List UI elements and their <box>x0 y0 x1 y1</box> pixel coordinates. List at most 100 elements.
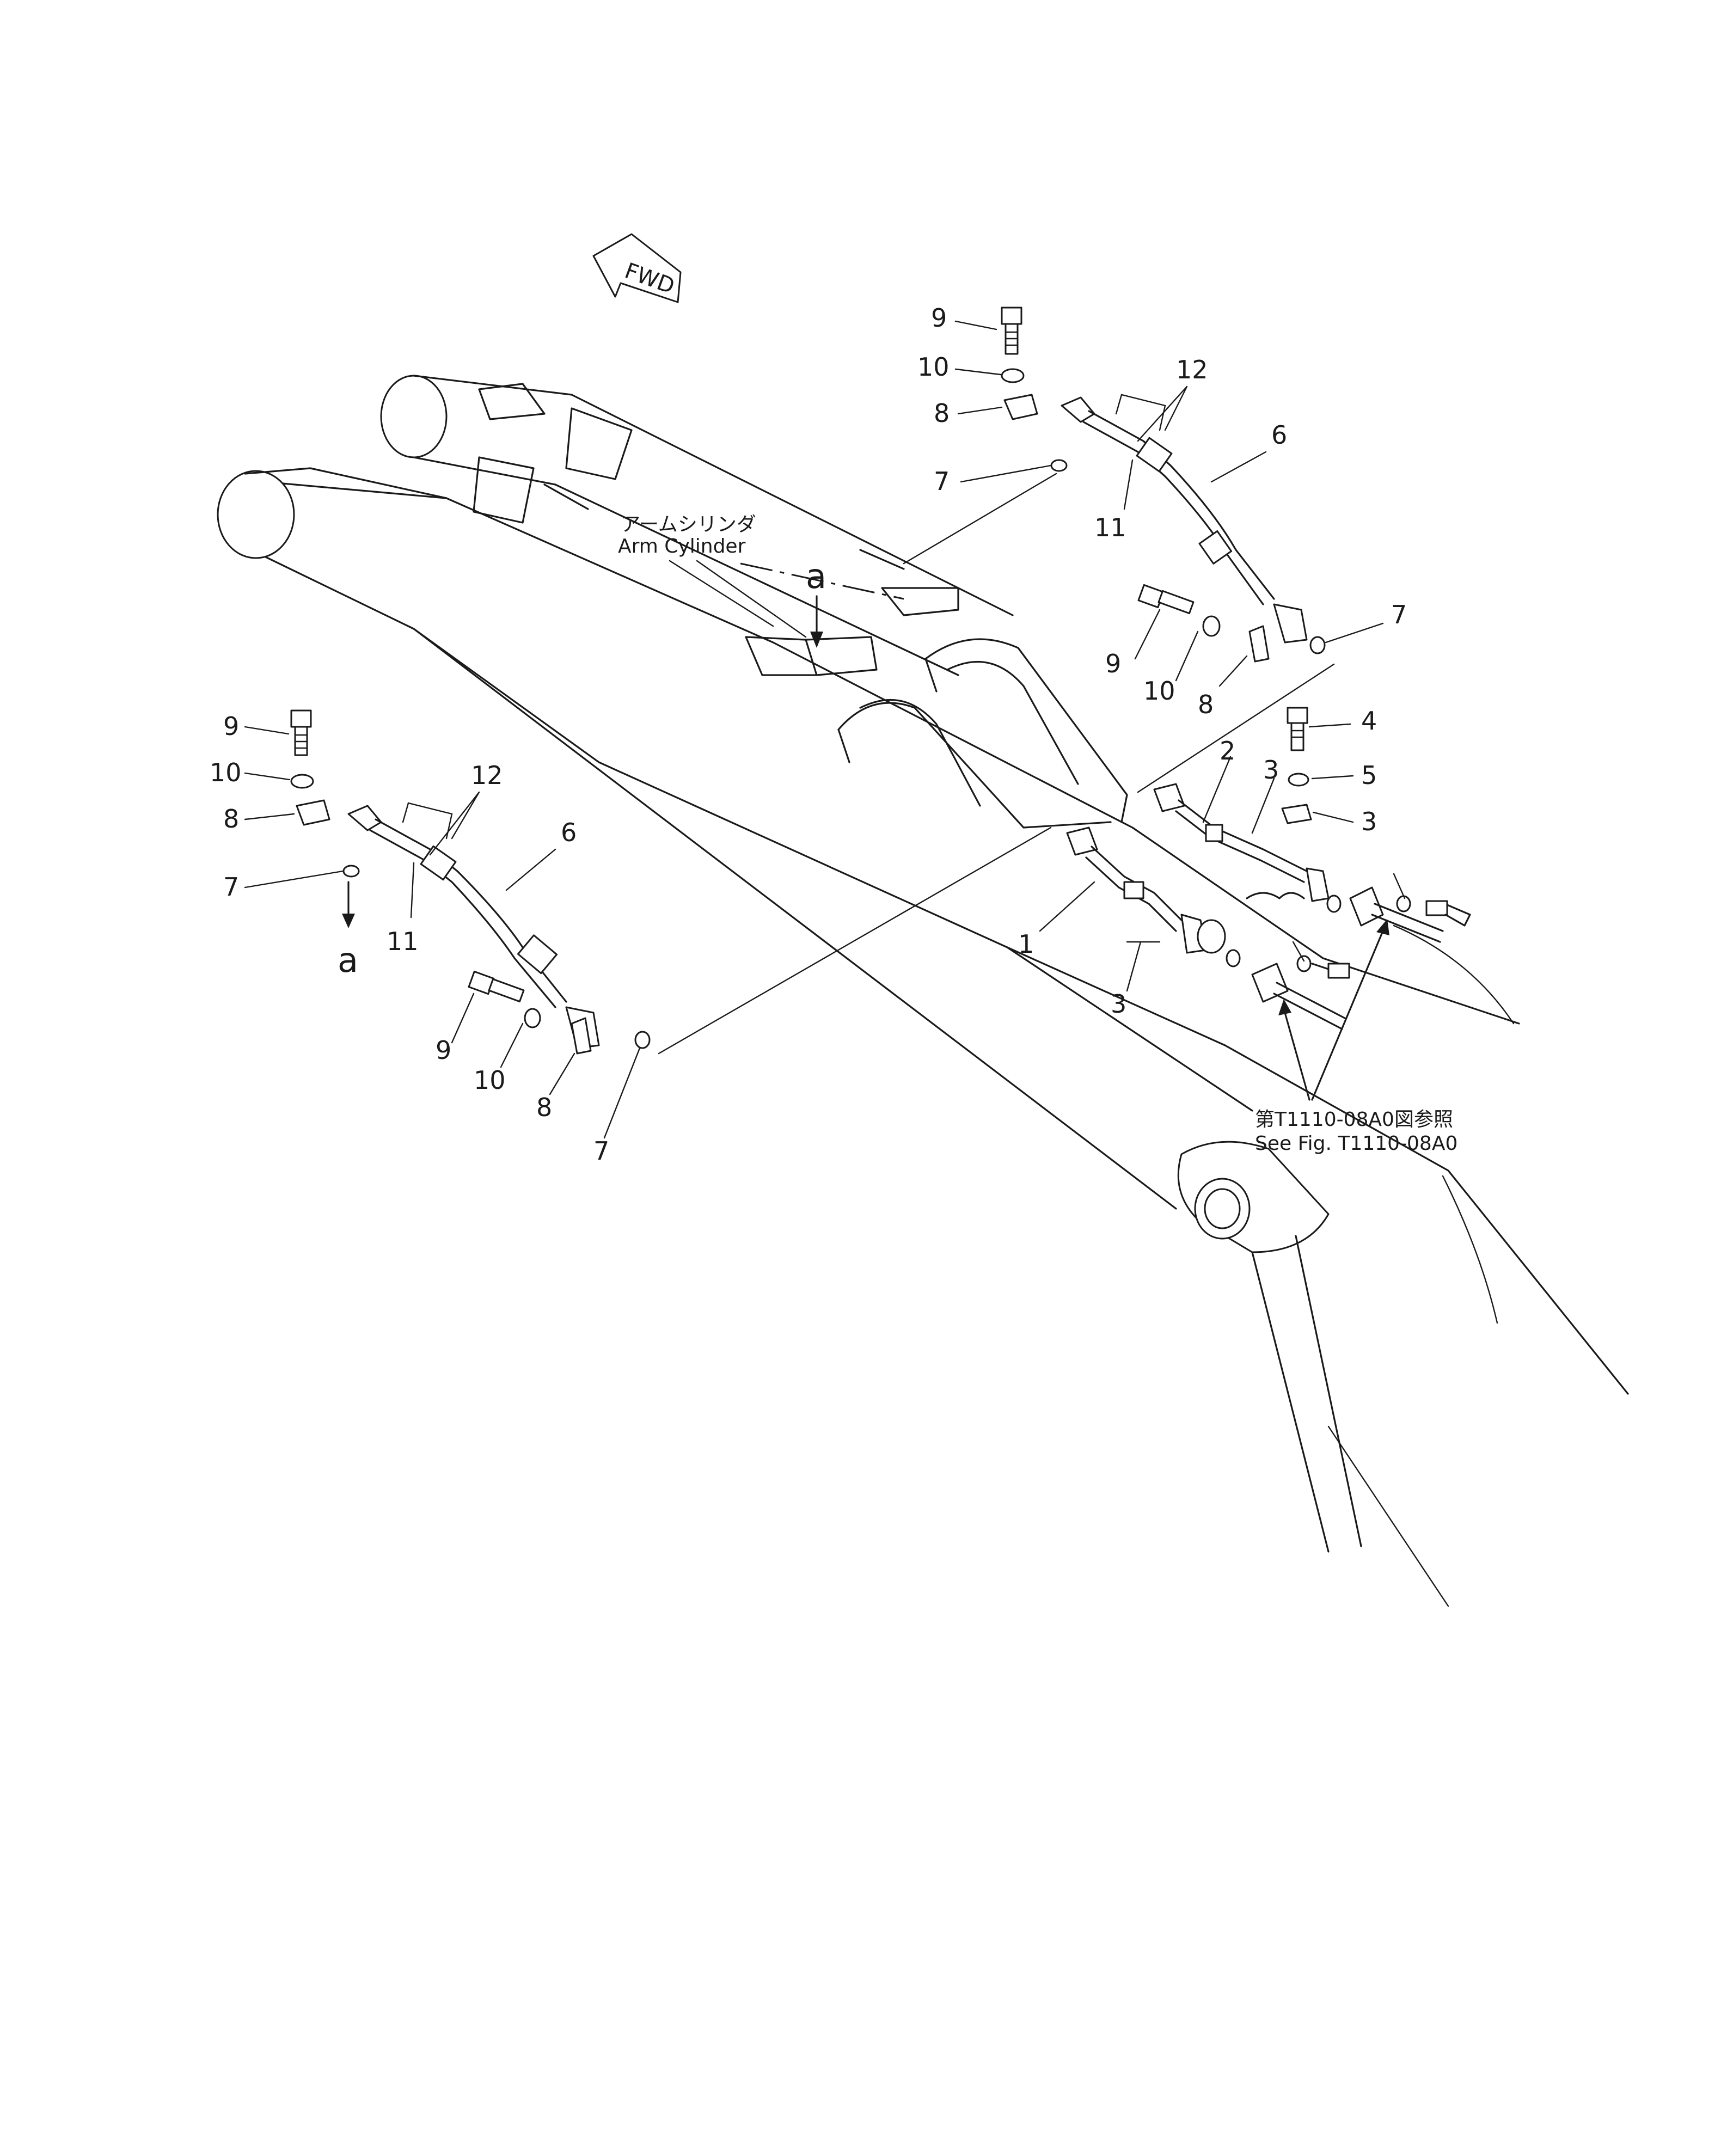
right-fittings: 4 5 3 2 3 1 3 <box>1018 706 1471 1101</box>
washer-icon <box>290 774 314 789</box>
figure-reference-en: See Fig. T1110-08A0 <box>1255 1132 1457 1155</box>
arm-cylinder-label: アームシリンダ Arm Cylinder <box>618 513 904 638</box>
lower-hose-assembly: a 9 10 8 7 12 6 11 9 10 8 7 <box>210 709 651 1166</box>
callout-9: 9 <box>436 1036 451 1065</box>
bolt-icon <box>468 970 525 1003</box>
callout-7: 7 <box>934 467 950 496</box>
callout-9: 9 <box>1105 649 1121 678</box>
callout-8: 8 <box>536 1093 552 1122</box>
washer-icon <box>1202 615 1221 637</box>
bolt-icon <box>1137 584 1195 615</box>
bolt-head <box>1425 900 1448 916</box>
callout-7: 7 <box>223 872 239 902</box>
hose-clamp <box>1198 530 1233 565</box>
callout-7: 7 <box>1391 600 1407 629</box>
o-ring-icon <box>1309 636 1326 654</box>
link-plates <box>837 638 1128 829</box>
callout-5: 5 <box>1361 761 1377 790</box>
arm-cylinder-label-en: Arm Cylinder <box>618 535 746 558</box>
outline-curve <box>1327 1425 1449 1607</box>
hose-clamp <box>420 845 457 881</box>
hose-clamp <box>1136 437 1173 473</box>
view-marker-upper-label: a <box>806 556 826 596</box>
pipe-stub <box>1374 903 1444 932</box>
reference-leader <box>1284 1012 1310 1101</box>
o-ring-icon <box>634 1031 651 1049</box>
bolt-head <box>1327 963 1350 979</box>
connection-leader <box>903 473 1057 565</box>
connection-leader <box>658 826 1052 1055</box>
view-marker-upper: a <box>806 556 826 648</box>
leader <box>1393 873 1406 899</box>
callout-9: 9 <box>223 712 239 741</box>
callout-2: 2 <box>1220 736 1235 765</box>
callout-8: 8 <box>1198 690 1214 719</box>
callout-7: 7 <box>593 1136 609 1166</box>
callout-12: 12 <box>471 761 503 790</box>
hose-line <box>1088 410 1275 600</box>
callout-10: 10 <box>474 1065 506 1095</box>
tube-flange <box>1306 867 1330 902</box>
flange-plate <box>1251 963 1289 1003</box>
callout-11: 11 <box>1094 513 1126 542</box>
hose-line <box>375 818 567 1003</box>
tube-clamp <box>1205 824 1223 842</box>
outline-curve <box>1393 924 1515 1025</box>
callout-10: 10 <box>210 758 242 787</box>
o-ring-icon <box>1226 949 1241 967</box>
split-flange-icon <box>1003 394 1038 420</box>
reference-leader <box>1311 930 1384 1101</box>
boom-pivot <box>1177 1141 1362 1553</box>
bolt-icon <box>1287 707 1308 751</box>
split-flange-icon <box>1281 804 1312 824</box>
view-marker-lower-label: a <box>338 940 358 980</box>
hose-clamp <box>517 934 558 975</box>
tube-flange <box>1153 783 1185 812</box>
hose-end-flange <box>347 805 382 831</box>
callout-3: 3 <box>1263 755 1279 785</box>
washer-icon <box>1296 955 1312 972</box>
callout-10: 10 <box>1143 676 1175 706</box>
callout-10: 10 <box>917 352 950 382</box>
upper-hose-assembly: 9 10 8 7 12 6 11 9 10 8 7 <box>917 303 1407 719</box>
callout-6: 6 <box>1271 420 1287 450</box>
callout-1: 1 <box>1018 929 1034 959</box>
o-ring-icon <box>1326 895 1342 913</box>
o-ring-icon <box>1050 459 1068 472</box>
break-mark <box>1246 892 1305 899</box>
figure-reference: 第T1110-08A0図参照 See Fig. T1110-08A0 <box>1255 1108 1457 1155</box>
o-ring-icon <box>342 865 360 878</box>
tube-clamp <box>1123 881 1144 899</box>
bolt-shank <box>1311 963 1330 970</box>
bolt-icon <box>1001 307 1022 355</box>
fwd-arrow: FWD <box>592 233 682 303</box>
split-flange-icon <box>296 799 330 826</box>
callout-8: 8 <box>934 399 950 428</box>
callout-8: 8 <box>223 804 239 834</box>
arm-end-boss <box>217 470 295 559</box>
split-flange-icon <box>1248 625 1270 663</box>
tube-flange <box>1066 826 1098 856</box>
washer-icon <box>1288 773 1309 787</box>
arm-cylinder <box>380 375 1014 676</box>
hose-end-flange <box>1061 396 1095 423</box>
hose-end-flange <box>1273 603 1308 644</box>
tube-line <box>1178 799 1308 872</box>
outline-curve <box>1442 1175 1498 1324</box>
arm-structure <box>217 375 1629 1607</box>
figure-reference-jp: 第T1110-08A0図参照 <box>1255 1108 1453 1131</box>
callout-3: 3 <box>1111 989 1126 1019</box>
bolt-shank <box>1444 904 1471 927</box>
connection-leader <box>1137 663 1335 793</box>
bolt-icon <box>290 709 312 756</box>
flange-ring <box>1197 919 1226 954</box>
arm-cylinder-label-jp: アームシリンダ <box>621 513 756 536</box>
split-flange-icon <box>571 1017 592 1055</box>
washer-icon <box>524 1008 541 1028</box>
callout-6: 6 <box>561 818 577 847</box>
callout-4: 4 <box>1361 706 1377 736</box>
washer-icon <box>1001 368 1025 383</box>
washer-icon <box>1396 895 1411 912</box>
callout-11: 11 <box>387 927 419 956</box>
